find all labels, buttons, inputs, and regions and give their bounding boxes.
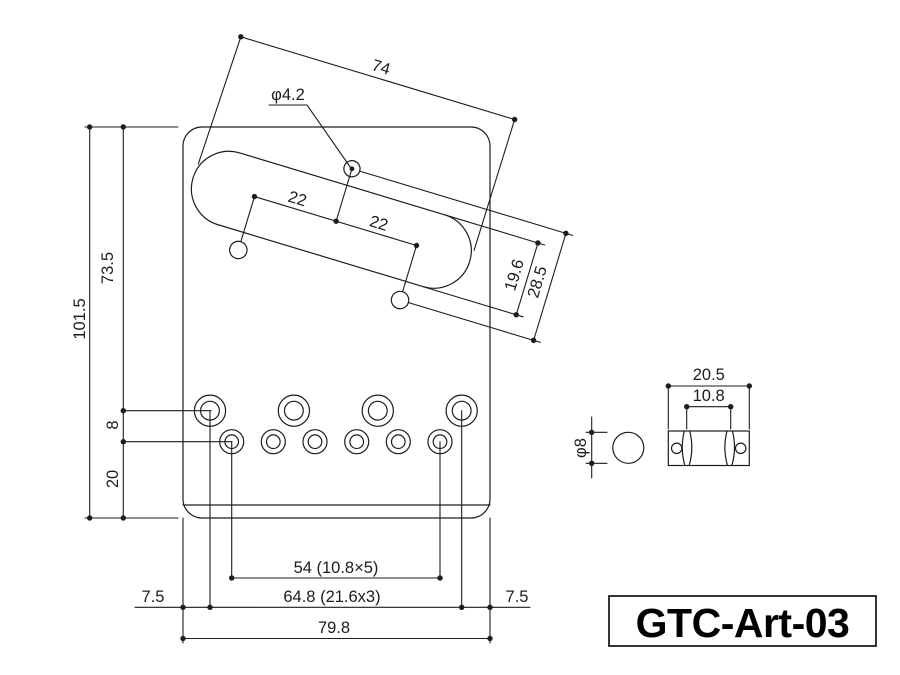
part-code-border xyxy=(608,595,877,647)
pickup-slot-group: 22 22 74 19.6 28.5 xyxy=(190,34,574,344)
dim-screw-pitch: 22 22 xyxy=(240,168,420,292)
callout-screw-hole-dia: φ4.2 xyxy=(268,86,352,169)
dim-label-101-5: 101.5 xyxy=(71,298,89,339)
dim-string-hole-span: 54 (10.8×5) xyxy=(229,559,443,581)
dim-saddle-length: 20.5 xyxy=(665,366,752,430)
dim-label-22-left: 22 xyxy=(286,188,309,211)
screw-hole-right-extension xyxy=(407,301,541,343)
dim-slot-length: 74 xyxy=(197,34,518,251)
dim-label-8: 8 xyxy=(104,420,122,429)
groove-left-a xyxy=(681,430,686,466)
string-hole-2-inner xyxy=(265,434,281,450)
dim-label-64-8: 64.8 (21.6x3) xyxy=(283,588,380,606)
leader-line xyxy=(268,104,352,169)
dim-barrel-dia: φ8 xyxy=(572,416,608,479)
dim-label-54: 54 (10.8×5) xyxy=(294,559,379,577)
string-hole-2-outer xyxy=(260,429,286,455)
dim-screw-row-span: 28.5 xyxy=(524,230,569,344)
dim-label-20-5: 20.5 xyxy=(693,366,725,384)
mount-hole-2-inner xyxy=(283,400,304,421)
saddle-body xyxy=(667,430,750,467)
saddle-screw-hole-right xyxy=(734,442,747,455)
dim-label-22-right: 22 xyxy=(367,212,390,235)
string-hole-5-outer xyxy=(385,429,411,455)
mount-hole-3-inner xyxy=(367,400,388,421)
string-hole-4-inner xyxy=(349,434,365,450)
pickup-slot xyxy=(190,150,472,289)
mount-hole-3-outer xyxy=(361,394,394,427)
screw-hole-middle-extension xyxy=(359,170,574,236)
slot-top-edge-extension xyxy=(444,214,546,246)
saddle-screw-hole-left xyxy=(670,442,683,455)
dim-label-73-5: 73.5 xyxy=(99,252,117,284)
groove-right-b xyxy=(731,430,736,466)
plate-outline xyxy=(182,126,491,519)
dim-label-10-8: 10.8 xyxy=(693,387,725,405)
groove-right-a xyxy=(724,430,728,466)
part-code-box: GTC-Art-03 xyxy=(608,595,877,647)
dim-groove-pitch: 10.8 xyxy=(684,387,734,430)
pickup-screw-hole-right xyxy=(390,290,410,310)
string-hole-3-inner xyxy=(307,434,323,450)
dim-label-phi-4-2: φ4.2 xyxy=(271,86,305,104)
bottom-dimensions: 54 (10.8×5) 64.8 (21.6x3) 7.5 7.5 79.8 xyxy=(134,410,531,644)
part-code-label: GTC-Art-03 xyxy=(636,600,850,646)
dim-label-79-8: 79.8 xyxy=(318,619,350,637)
mount-holes-row xyxy=(193,394,478,427)
dim-label-phi-8: φ8 xyxy=(572,438,590,458)
dim-label-74: 74 xyxy=(370,56,393,79)
string-hole-4-outer xyxy=(344,429,370,455)
plate-front-view xyxy=(182,126,491,519)
pickup-screw-hole-left xyxy=(229,240,248,260)
slot-bottom-edge-extension xyxy=(422,286,524,318)
groove-left-b xyxy=(688,430,693,466)
string-hole-3-outer xyxy=(302,429,328,455)
mount-hole-2-outer xyxy=(277,394,311,427)
dim-mount-hole-span: 64.8 (21.6x3) 7.5 7.5 xyxy=(134,588,531,610)
saddle-string-grooves xyxy=(681,430,736,466)
dim-label-7-5-right: 7.5 xyxy=(506,588,529,606)
dim-label-20: 20 xyxy=(104,470,122,488)
string-hole-5-inner xyxy=(390,434,406,450)
left-dimensions: 101.5 73.5 8 20 xyxy=(71,124,233,521)
saddle-side-view: φ8 xyxy=(572,416,645,479)
string-holes-row xyxy=(219,429,453,455)
saddle-barrel-circle xyxy=(612,431,645,464)
dim-label-7-5-left: 7.5 xyxy=(142,588,165,606)
saddle-top-view: 20.5 10.8 xyxy=(665,366,752,467)
dim-overall-width: 79.8 xyxy=(180,619,493,642)
